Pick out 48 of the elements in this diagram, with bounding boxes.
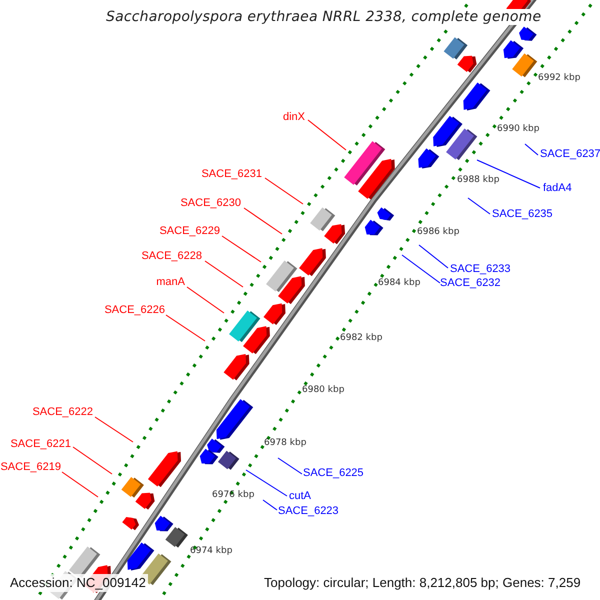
leader-line — [166, 314, 206, 342]
leader-line — [262, 500, 278, 510]
leader-line — [62, 472, 98, 498]
tick-label: 6986 kbp — [417, 227, 460, 238]
tick-label: 6990 kbp — [497, 124, 540, 135]
leader-line — [222, 236, 262, 262]
tick-label: 6976 kbp — [212, 490, 254, 501]
gene-label: manA — [156, 276, 185, 289]
gene-label: SACE_6233 — [450, 263, 511, 276]
leader-line — [246, 470, 288, 496]
leader-line — [308, 120, 346, 150]
leader-line — [186, 286, 224, 314]
leader-line — [264, 178, 304, 204]
gene-label: SACE_6223 — [278, 505, 339, 518]
footer-text: Topology: circular; Length: 8,212,805 bp; Genes: 7,259 — [263, 574, 582, 592]
gene-label: SACE_6232 — [440, 277, 501, 290]
gene-label: SACE_6228 — [141, 250, 202, 263]
leader-line — [94, 416, 134, 442]
leader-line — [244, 208, 282, 234]
gene-label: SACE_6226 — [104, 304, 165, 317]
gene-label: SACE_6235 — [492, 208, 553, 221]
gene-label: SACE_6237 — [540, 148, 600, 161]
gene-label: SACE_6231 — [201, 168, 262, 181]
leader-line — [72, 446, 112, 474]
leader-line — [476, 160, 540, 188]
gene-label: SACE_6229 — [159, 225, 220, 238]
gene-label: dinX — [282, 111, 305, 124]
gene-label: SACE_6225 — [303, 467, 364, 480]
tick-label: 6984 kbp — [378, 278, 420, 289]
tick-label: 6988 kbp — [457, 175, 500, 186]
gene-label: cutA — [289, 490, 312, 503]
leader-line — [204, 260, 244, 288]
footer-text: Accession: NC_009142 — [8, 574, 148, 592]
leader-line — [278, 458, 302, 474]
tick-label: 6992 kbp — [538, 73, 580, 84]
tick-label: 6974 kbp — [190, 546, 232, 557]
tick-label: 6978 kbp — [264, 438, 306, 449]
gene-label: SACE_6219 — [0, 461, 61, 474]
gene-label: SACE_6230 — [180, 197, 241, 210]
gene-label: SACE_6222 — [32, 406, 93, 419]
tick-label: 6980 kbp — [302, 385, 344, 396]
tick-label: 6982 kbp — [340, 333, 382, 344]
leader-line — [402, 254, 440, 284]
leader-line — [468, 198, 490, 214]
leader-line — [418, 244, 448, 268]
gene-label: fadA4 — [543, 182, 572, 195]
leader-line — [524, 144, 538, 156]
gene-label: SACE_6221 — [10, 438, 71, 451]
